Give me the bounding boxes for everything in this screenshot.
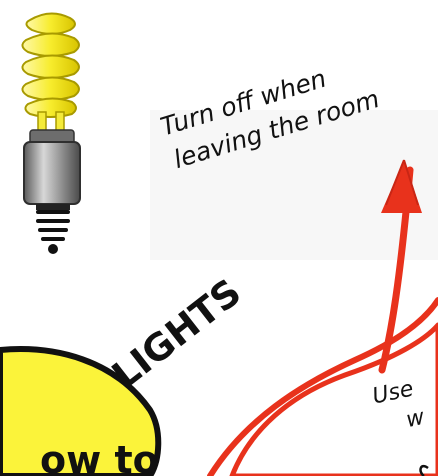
central-node-text: ow to [40, 438, 159, 476]
lightbulb-icon [22, 13, 80, 254]
branch-label-lights: LIGHTS [104, 271, 249, 398]
